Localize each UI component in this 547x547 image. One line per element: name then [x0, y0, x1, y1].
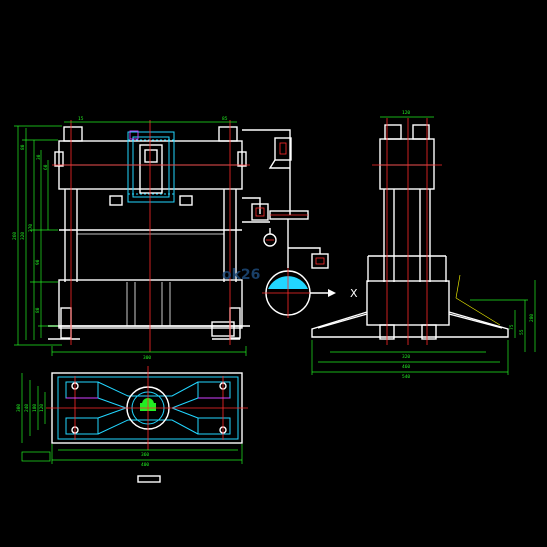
relief-valve [311, 253, 329, 269]
watermark: ok26 [222, 267, 260, 283]
side-top-dim: 120 [402, 110, 410, 116]
plan-left-dimensions: 300 240 180 120 [16, 373, 46, 443]
plan-left-dim-3: 120 [39, 404, 45, 412]
front-bottom-dimension: 300 [51, 346, 247, 361]
directional-valve [251, 203, 269, 221]
plan-view: 300 240 180 120 360 400 [16, 366, 248, 468]
valve-block-top [274, 137, 292, 161]
plan-bottom-dim-0: 360 [141, 452, 149, 458]
side-view: 120 320 460 540 75 55 280 [311, 110, 536, 380]
plan-tag-box [21, 451, 51, 462]
front-worktable [58, 279, 243, 329]
plan-left-dim-2: 180 [32, 404, 38, 412]
front-dim-5: 270 [28, 224, 34, 232]
side-right-dim-1: 55 [519, 329, 525, 335]
front-dim-0: 260 [12, 232, 18, 240]
front-left-dimensions: 260 80 30 60 320 270 90 80 [12, 125, 62, 346]
front-dim-3: 60 [43, 164, 49, 170]
front-bottom-dim: 300 [143, 355, 151, 361]
scale-box [137, 475, 161, 483]
plan-left-dim-0: 300 [16, 404, 22, 412]
front-dim-1: 80 [20, 144, 26, 150]
axis-marker-x: X [350, 287, 358, 300]
plan-bottom-dimensions: 360 400 [51, 444, 243, 468]
plan-left-dim-1: 240 [24, 404, 30, 412]
side-bottom-dim-1: 460 [402, 364, 410, 370]
front-dim-6: 90 [35, 259, 41, 265]
front-main-cylinder [127, 131, 175, 203]
side-bottom-dim-2: 540 [402, 374, 410, 380]
front-top-dim-0: 15 [78, 116, 84, 122]
front-dim-2: 30 [36, 154, 42, 160]
side-right-dim-2: 280 [529, 314, 535, 322]
front-dim-7: 80 [35, 307, 41, 313]
side-crosshead [379, 138, 435, 190]
front-view: 260 80 30 60 320 270 90 80 15 85 300 [12, 116, 250, 361]
hydraulic-schematic: X [242, 129, 358, 318]
side-right-dimensions: 75 55 280 [470, 280, 536, 352]
front-top-dim-1: 85 [222, 116, 228, 122]
front-dim-4: 320 [20, 232, 26, 240]
plan-bottom-dim-1: 400 [141, 462, 149, 468]
side-right-dim-0: 75 [509, 324, 515, 330]
front-top-dimensions: 15 85 [64, 116, 237, 123]
side-bottom-dimensions: 320 460 540 [311, 340, 509, 380]
side-bottom-dim-0: 320 [402, 354, 410, 360]
front-top-cylinder-left [63, 126, 83, 142]
front-top-cylinder-right [218, 126, 238, 142]
side-top-dimension: 120 [380, 110, 434, 118]
